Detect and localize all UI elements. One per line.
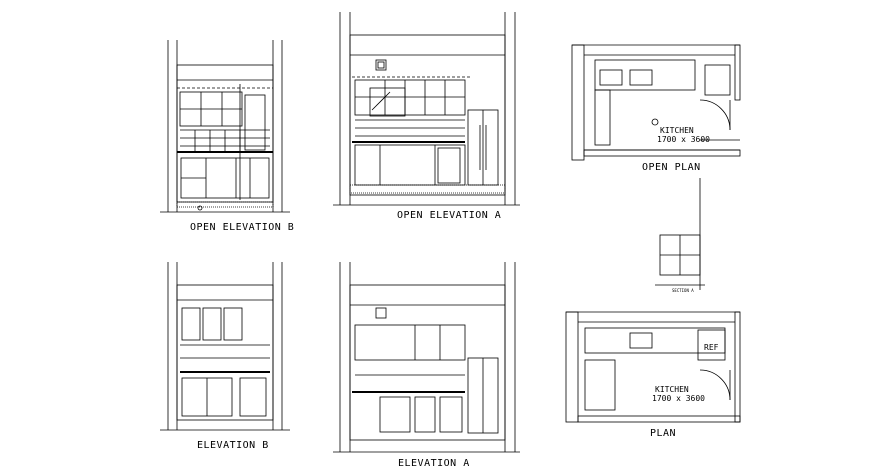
open-elevation-a-label: OPEN ELEVATION A [397,210,502,221]
open-plan-label: OPEN PLAN [642,162,701,173]
open-elevation-b-drawing [160,40,290,213]
section-drawing [655,178,705,290]
plan-label: PLAN [650,428,677,439]
plan-room-size: 1700 x 3600 [652,394,705,403]
elevation-a-label: ELEVATION A [398,458,470,469]
open-elevation-a-drawing [333,12,520,206]
plan-drawing [565,311,741,423]
elevation-b-drawing [160,262,290,431]
open-elevation-b-label: OPEN ELEVATION B [190,222,295,233]
elevation-a-drawing [333,262,520,453]
elevation-b-label: ELEVATION B [197,440,269,451]
plan-ref-tag: REF [704,343,719,352]
plan-room-name: KITCHEN [655,385,689,394]
section-label: SECTION A [672,288,694,293]
open-plan-drawing [571,44,741,161]
open-plan-room-name: KITCHEN [660,126,694,135]
open-plan-room-size: 1700 x 3600 [657,135,710,144]
